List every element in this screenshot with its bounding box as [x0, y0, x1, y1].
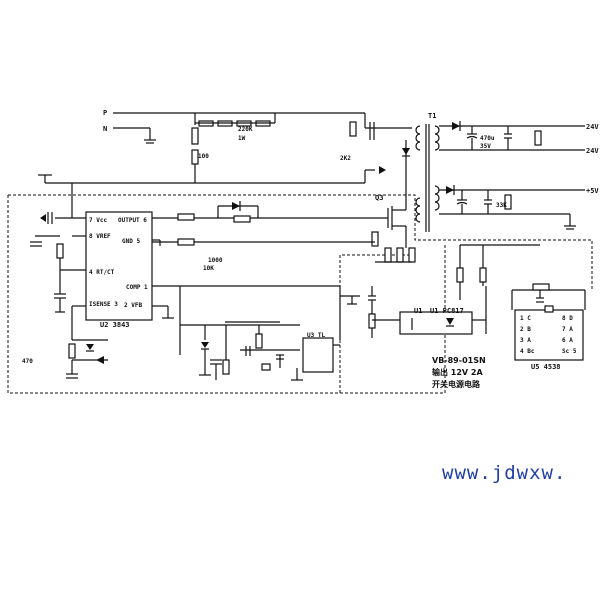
gate-drive: 1000 10K: [152, 201, 340, 272]
transformer-label: T1: [428, 112, 436, 120]
startup-resistors: [191, 113, 276, 183]
ic3-name: U3 TL: [307, 332, 325, 339]
primary-boundary: [7, 194, 593, 394]
output-5v-section: +5V: [439, 185, 599, 230]
pin3-label: ISENSE 3: [89, 301, 118, 308]
note-line-3: 开关电源电路: [432, 379, 481, 389]
value-2k2: 2K2: [340, 155, 351, 162]
pin2-label: 2 VFB: [124, 302, 142, 309]
input-live-label: P: [103, 109, 107, 117]
mosfet-q3: Q3: [340, 166, 416, 263]
value-10k: 10K: [203, 265, 214, 272]
svg-text:2 B: 2 B: [520, 326, 531, 333]
secondary-sense: [456, 244, 540, 300]
watermark-url: www.jdwxw.: [442, 462, 567, 484]
controller-peripherals: [30, 212, 181, 355]
ac-input: P N: [103, 109, 365, 144]
output-5v-label: +5V: [586, 187, 599, 195]
opto-feedback: U1 U1 PC817: [180, 285, 487, 340]
pin8-label: 8 VREF: [89, 233, 111, 240]
value-220k: 220K: [238, 126, 253, 133]
ic-u5: 1 C 2 B 3 A 4 Bc 8 D 7 A 6 A Sc 5 U5 453…: [511, 283, 586, 371]
mosfet-label: Q3: [375, 194, 383, 202]
svg-text:1 C: 1 C: [520, 315, 531, 322]
svg-text:Sc 5: Sc 5: [562, 348, 577, 355]
circuit-notes: VB-89-01SN 输出 12V 2A 开关电源电路: [432, 356, 486, 389]
pin7-label: 7 Vcc: [89, 217, 107, 224]
value-33k: 33K: [496, 202, 507, 209]
svg-text:3 A: 3 A: [520, 337, 531, 344]
pin4-label: 4 RT/CT: [89, 269, 115, 276]
bottom-control: U3 TL: [66, 321, 340, 381]
svg-text:6 A: 6 A: [562, 337, 573, 344]
output-24v-top-label: 24V: [586, 123, 599, 131]
value-470u: 470u: [480, 135, 495, 142]
controller-name: U2 3843: [100, 321, 130, 329]
svg-text:7 A: 7 A: [562, 326, 573, 333]
value-35v: 35V: [480, 143, 491, 150]
input-neutral-label: N: [103, 125, 107, 133]
pin1-label: COMP 1: [126, 284, 148, 291]
pin5-label: GND 5: [122, 238, 140, 245]
value-470: 470: [22, 358, 33, 365]
pin6-label: OUTPUT 6: [118, 217, 147, 224]
svg-text:4 Bc: 4 Bc: [520, 348, 535, 355]
note-line-1: VB-89-01SN: [432, 356, 486, 365]
opto-name: U1 PC817: [430, 307, 464, 315]
transformer-t1: T1: [415, 112, 440, 232]
opto-label: U1: [414, 307, 422, 315]
ic5-name: U5 4538: [531, 363, 561, 371]
value-100: 100: [198, 153, 209, 160]
vcc-rail: [38, 170, 366, 218]
value-1w: 1W: [238, 135, 246, 142]
note-line-2: 输出 12V 2A: [432, 367, 483, 377]
snubber-network: [349, 113, 412, 176]
controller-u2: 7 Vcc OUTPUT 6 8 VREF GND 5 4 RT/CT ISEN…: [85, 211, 153, 329]
value-annotations: 220K 1W 100 470u 35V 2K2 470 33K: [22, 126, 507, 365]
value-1000: 1000: [208, 257, 223, 264]
output-24v-section: 24V 24V: [439, 121, 599, 155]
output-24v-mid-label: 24V: [586, 147, 599, 155]
svg-text:8 D: 8 D: [562, 315, 573, 322]
